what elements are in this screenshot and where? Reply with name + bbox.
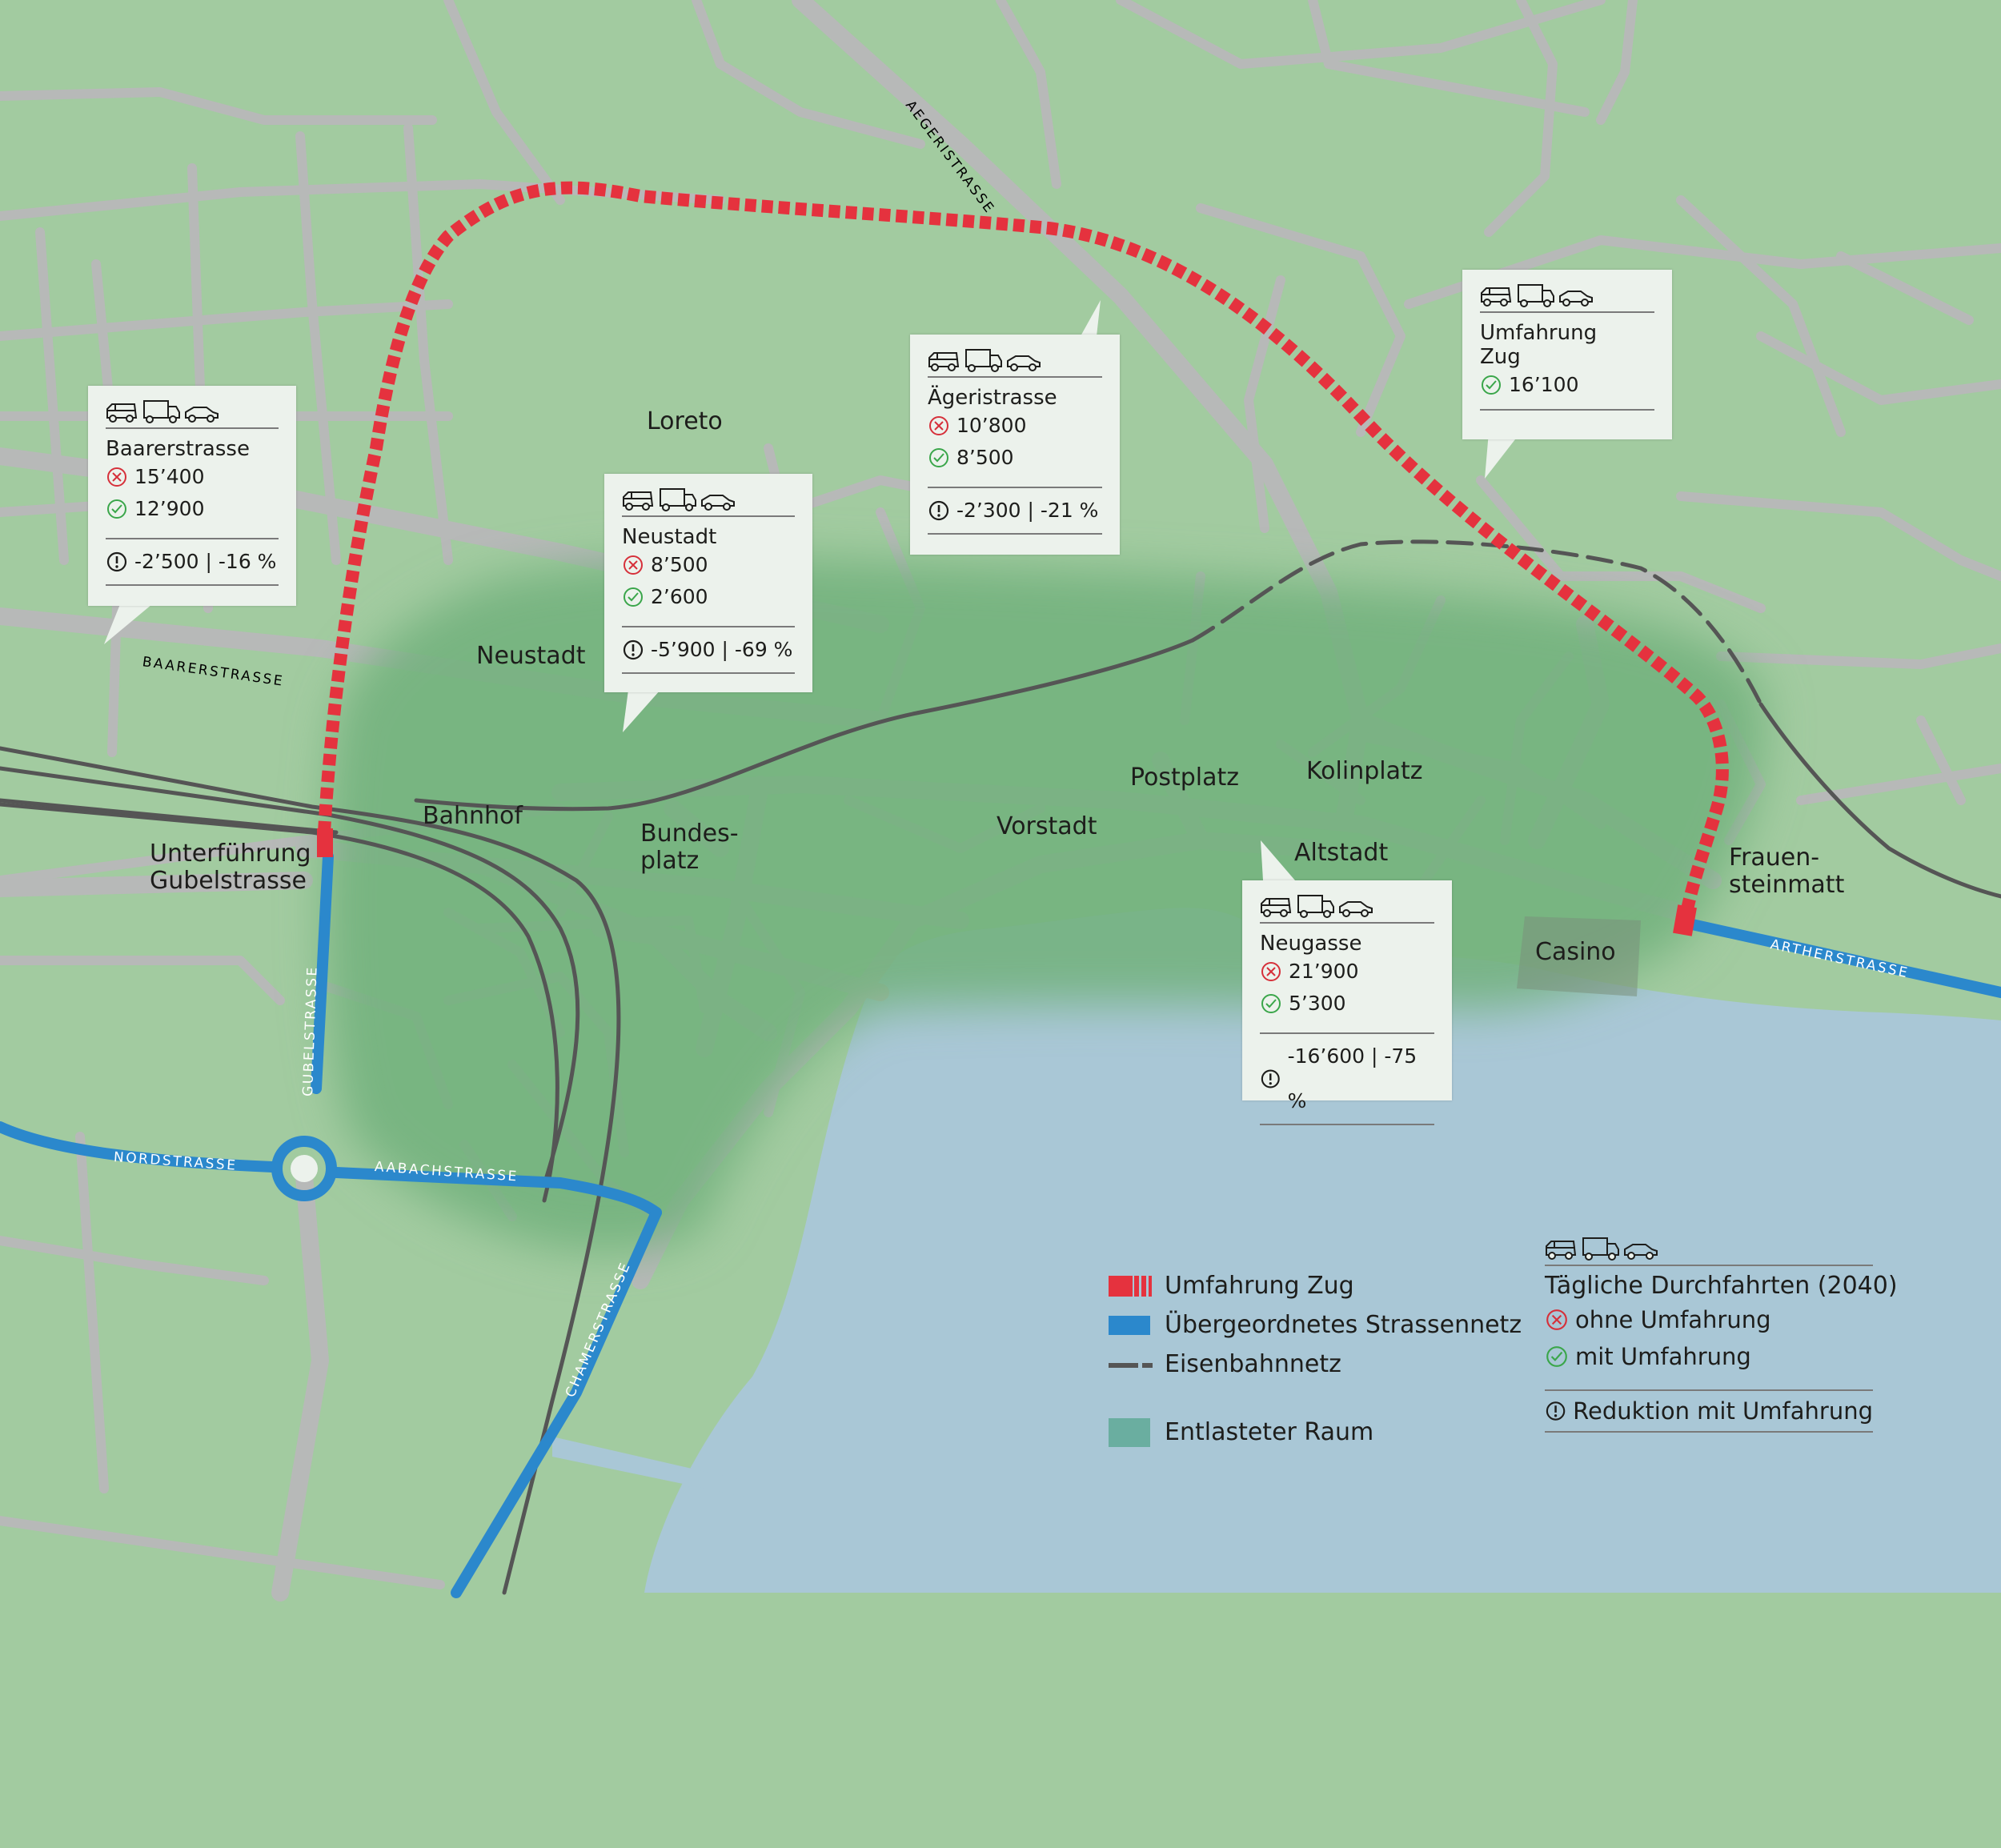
card-neustadt: Neustadt 8’500 2’600 -5’900 | -69 % (604, 474, 812, 692)
legend-main-roads: Übergeordnetes Strassennetz (1165, 1311, 1522, 1339)
place-bundesplatz: Bundes- platz (640, 820, 739, 875)
legend-swatches (1109, 1276, 1153, 1447)
lake-zug (644, 908, 2001, 1593)
check-circle-icon (929, 448, 948, 467)
card-reduction: -5’900 | -69 % (622, 627, 795, 674)
card-reduction: -16’600 | -75 % (1260, 1034, 1434, 1125)
check-circle-icon (624, 587, 643, 607)
casino-building (1517, 916, 1641, 996)
card-without: 15’400 (106, 461, 279, 493)
card-aegeristrasse: Ägeristrasse 10’800 8’500 -2’300 | -21 % (910, 335, 1120, 555)
card-with: 16’100 (1480, 369, 1654, 401)
legend-with: mit Umfahrung (1545, 1343, 1873, 1370)
check-circle-icon (1546, 1346, 1567, 1367)
exclamation-circle-icon (1546, 1401, 1566, 1421)
place-neustadt: Neustadt (476, 642, 586, 670)
place-kolinplatz: Kolinplatz (1306, 757, 1423, 785)
legend-bypass: Umfahrung Zug (1165, 1272, 1354, 1300)
relief-area (323, 557, 1766, 1252)
cross-circle-icon (1546, 1309, 1567, 1330)
cross-circle-icon (624, 555, 643, 575)
place-vorstadt: Vorstadt (996, 812, 1097, 840)
card-name: Baarerstrasse (106, 437, 250, 461)
check-circle-icon (1261, 994, 1281, 1013)
card-with: 12’900 (106, 493, 279, 525)
check-circle-icon (107, 499, 126, 519)
card-without: 10’800 (928, 410, 1102, 442)
card-without: 21’900 (1260, 956, 1434, 988)
card-umfahrung-zug: Umfahrung Zug 16’100 (1462, 270, 1672, 439)
roundabout (271, 1136, 337, 1201)
card-reduction: -2’300 | -21 % (928, 488, 1102, 535)
place-altstadt: Altstadt (1294, 839, 1389, 867)
place-unterfuehrung-gubelstrasse: Unterführung Gubelstrasse (150, 840, 311, 895)
vehicles-icon (1545, 1231, 1873, 1266)
cross-circle-icon (107, 467, 126, 487)
place-frauensteinmatt: Frauen- steinmatt (1729, 844, 1845, 899)
card-name: Ägeristrasse (928, 386, 1057, 410)
cross-circle-icon (1261, 962, 1281, 981)
card-reduction: -2’500 | -16 % (106, 539, 279, 586)
card-with: 5’300 (1260, 988, 1434, 1020)
legend-relief-area: Entlasteter Raum (1165, 1418, 1374, 1446)
legend-without: ohne Umfahrung (1545, 1306, 1873, 1333)
vehicles-icon (622, 488, 795, 517)
vehicles-icon (928, 349, 1102, 378)
exclamation-circle-icon (106, 551, 127, 572)
card-with: 8’500 (928, 442, 1102, 474)
card-tails (104, 300, 1521, 880)
vehicles-icon (106, 400, 279, 429)
exclamation-circle-icon (928, 500, 949, 521)
main-road-network (0, 851, 2001, 1598)
card-neugasse: Neugasse 21’900 5’300 -16’600 | -75 % (1242, 880, 1452, 1125)
card-name: Neugasse (1260, 932, 1362, 956)
card-name: Neustadt (622, 525, 717, 549)
legend-reduction: Reduktion mit Umfahrung (1545, 1391, 1873, 1433)
legend-title: Tägliche Durchfahrten (2040) (1545, 1272, 1898, 1300)
card-baarerstrasse: Baarerstrasse 15’400 12’900 -2’500 | -16… (88, 386, 296, 606)
legend-rail: Eisenbahnnetz (1165, 1350, 1341, 1378)
card-without: 8’500 (622, 549, 795, 581)
place-loreto: Loreto (647, 407, 723, 435)
legend-traffic: Tägliche Durchfahrten (2040) ohne Umfahr… (1545, 1231, 1898, 1433)
card-name: Umfahrung Zug (1480, 321, 1598, 369)
place-bahnhof: Bahnhof (423, 802, 523, 830)
lake-inlet (552, 1437, 744, 1497)
exclamation-circle-icon (623, 639, 644, 660)
bypass-portal-artherstrasse (1673, 904, 1697, 936)
bypass-portal-gubelstrasse (317, 828, 333, 857)
vehicles-icon (1260, 895, 1434, 924)
card-with: 2’600 (622, 581, 795, 613)
bypass-umfahrung-zug (318, 181, 1729, 922)
check-circle-icon (1482, 375, 1501, 395)
cross-circle-icon (929, 416, 948, 435)
place-casino: Casino (1535, 938, 1616, 966)
exclamation-circle-icon (1261, 1069, 1280, 1088)
place-postplatz: Postplatz (1130, 764, 1240, 792)
vehicles-icon (1480, 284, 1654, 313)
